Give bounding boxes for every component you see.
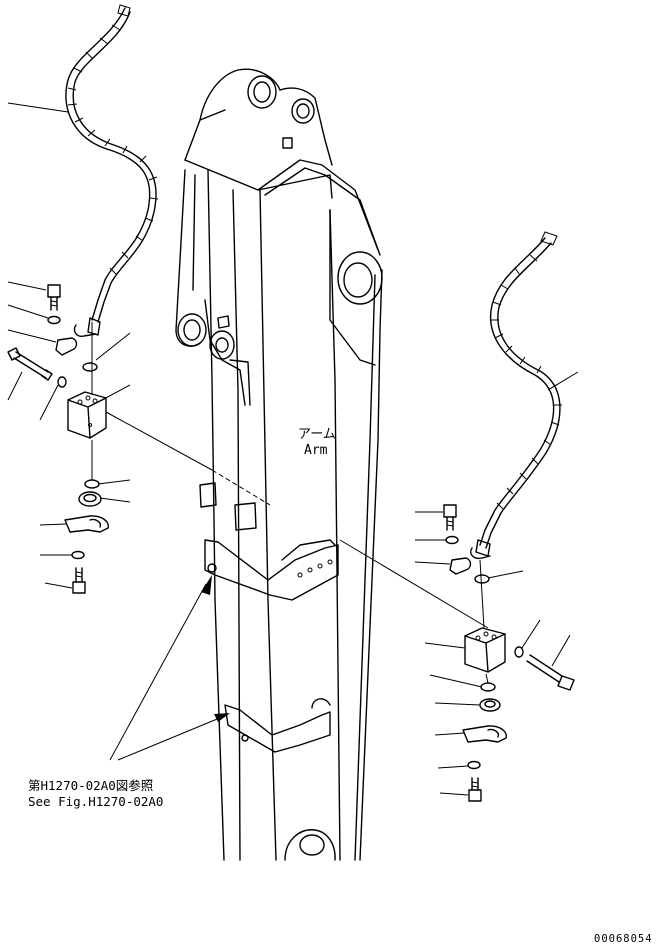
washer-icon <box>71 550 85 560</box>
left-parts <box>7 284 109 594</box>
clip-icon <box>64 515 109 533</box>
washer-icon <box>445 535 459 545</box>
bolt-icon <box>47 284 61 311</box>
arm-label-en: Arm <box>304 443 328 458</box>
arm-label-ja: アーム <box>298 427 336 442</box>
long-bolt-icon <box>7 347 53 381</box>
o-ring-icon <box>84 479 100 489</box>
o-ring-icon <box>82 362 98 372</box>
valve-block-icon <box>67 391 107 439</box>
o-ring-icon <box>474 574 490 584</box>
clip-icon <box>462 725 507 743</box>
left-hose <box>65 4 159 338</box>
hose-clamp-upper <box>204 539 339 601</box>
reference-note-ja: 第H1270-02A0図参照 <box>28 778 153 793</box>
clip-icon <box>449 557 472 575</box>
excavator-arm <box>175 68 383 861</box>
bolt-icon <box>468 777 482 802</box>
washer-icon <box>467 760 481 770</box>
washer-icon <box>57 376 67 388</box>
washer-icon <box>47 315 61 325</box>
right-parts <box>443 504 575 802</box>
seal-ring-icon <box>479 698 501 712</box>
o-ring-icon <box>480 682 496 692</box>
seal-ring-icon <box>78 491 102 507</box>
valve-block-icon <box>464 627 506 673</box>
long-bolt-icon <box>526 654 575 691</box>
document-number: 00068054 <box>594 933 653 945</box>
washer-icon <box>514 646 524 658</box>
reference-arrows <box>109 575 230 761</box>
bolt-icon <box>72 567 86 594</box>
hose-clamp-lower <box>224 698 331 753</box>
clip-icon <box>55 337 78 356</box>
reference-note-en: See Fig.H1270-02A0 <box>28 794 163 809</box>
callout-lines <box>7 102 579 796</box>
bolt-icon <box>443 504 457 531</box>
right-hose <box>470 231 562 560</box>
